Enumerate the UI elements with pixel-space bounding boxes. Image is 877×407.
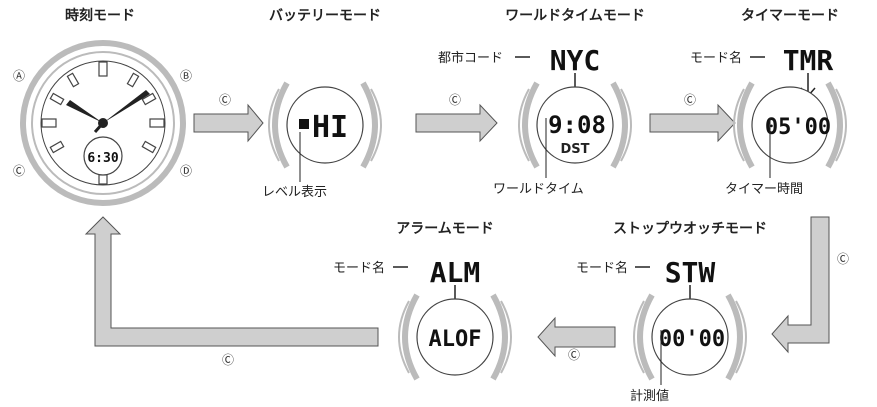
caption-stopwatch: 計測値 [630,388,669,404]
title-worldtime: ワールドタイムモード [505,8,645,24]
alarm-code: ALM [430,256,481,289]
arrow-worldtime-to-timer [649,103,736,143]
watch-stopwatch: 00'00 [634,295,746,379]
caption-battery: レベル表示 [262,185,327,200]
lcd-timekeeping: 6:30 [87,151,118,166]
button-d-label: Ⓓ [180,164,192,178]
title-timekeeping: 時刻モード [65,7,135,24]
button-b-label: Ⓑ [180,69,192,83]
title-timer: タイマーモード [741,8,839,24]
watch-timer: 05'00 [734,83,846,167]
arrow-stopwatch-to-alarm [537,316,616,358]
caption-timer: タイマー時間 [725,182,803,197]
watch-timekeeping: 6:30 [20,40,186,206]
alarm-code-label: モード名 [333,260,385,276]
stopwatch-code: STW [665,256,716,289]
worldtime-code-label: 都市コード [438,50,503,66]
stopwatch-code-label: モード名 [576,260,628,276]
arrow-time-to-battery [193,103,264,143]
title-battery: バッテリーモード [269,8,381,24]
arrow-alarm-to-timekeeping [84,216,379,347]
caption-worldtime: ワールドタイム [493,182,584,197]
worldtime-code: NYC [550,44,601,77]
lcd-worldtime: 9:08 [548,111,606,139]
arrow-label-2: Ⓒ [449,93,461,107]
button-c-label: Ⓒ [13,164,25,178]
watch-worldtime: 9:08 DST [519,83,631,167]
arrow-label-4: Ⓒ [837,252,849,266]
title-alarm: アラームモード [396,221,494,237]
worldtime-dst: DST [560,142,589,157]
lcd-stopwatch: 00'00 [659,327,725,352]
watch-alarm: ALOF [399,295,511,379]
timer-code-label: モード名 [690,50,742,66]
lcd-battery: HI [312,110,348,145]
arrow-timer-to-stopwatch [771,216,830,354]
watch-battery: HI [269,83,381,167]
arrow-label-5: Ⓒ [568,348,580,362]
timer-code: TMR [783,44,834,77]
button-a-label: Ⓐ [13,69,25,83]
lcd-alarm: ALOF [429,327,482,352]
arrow-label-6: Ⓒ [222,353,234,367]
title-stopwatch: ストップウオッチモード [613,221,767,237]
arrow-label-1: Ⓒ [219,93,231,107]
lcd-timer: 05'00 [765,115,831,140]
arrow-battery-to-worldtime [415,103,498,143]
arrow-label-3: Ⓒ [684,93,696,107]
